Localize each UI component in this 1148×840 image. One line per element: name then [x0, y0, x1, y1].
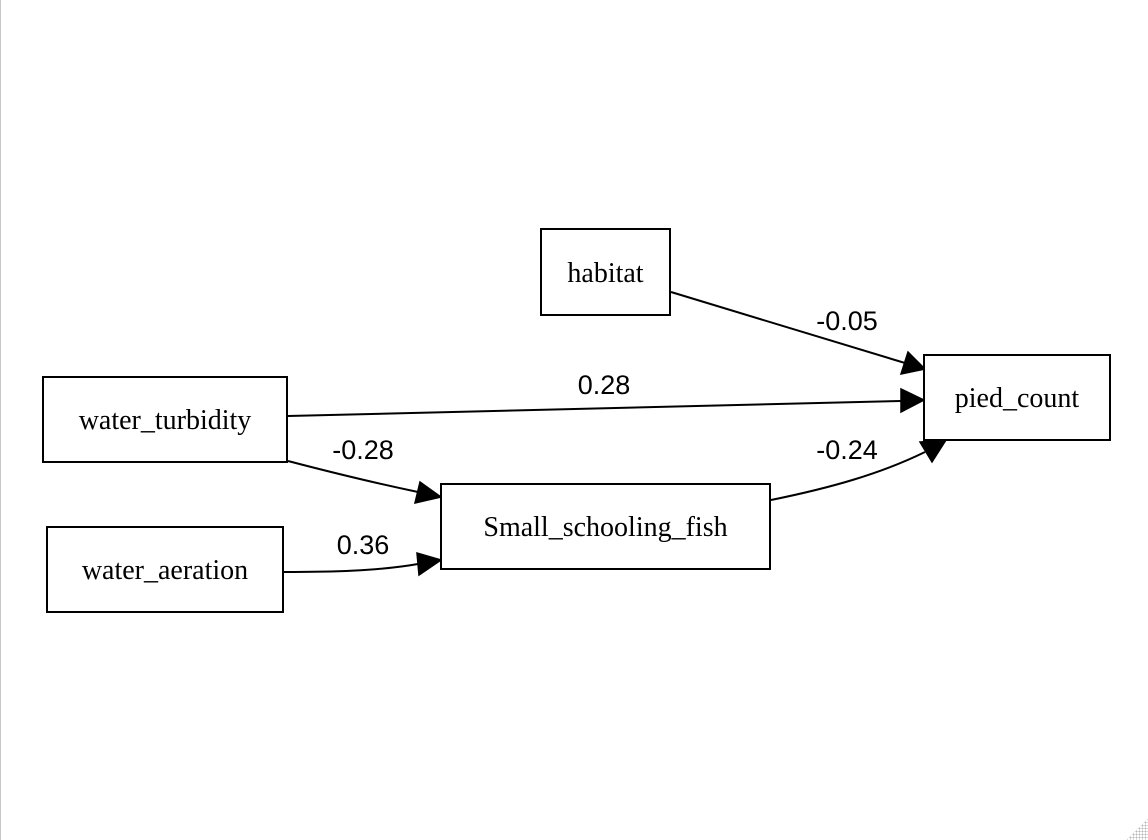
edge-line [287, 400, 902, 417]
node-water-turbidity: water_turbidity [42, 376, 288, 463]
node-label: pied_count [955, 383, 1080, 414]
arrowhead-icon [918, 439, 948, 464]
node-box [540, 228, 671, 316]
edge-small-schooling-fish-to-pied-count: -0.24 [770, 435, 948, 501]
edge-water-turbidity-to-pied-count: 0.28 [287, 370, 926, 417]
node-label: water_aeration [82, 555, 248, 586]
edge-line [283, 563, 419, 573]
arrowhead-icon [900, 387, 926, 414]
node-pied-count: pied_count [923, 354, 1111, 441]
arrowhead-icon [416, 551, 443, 577]
edge-label-habitat-pied-count: -0.05 [816, 306, 878, 336]
arrowhead-icon [899, 350, 927, 375]
node-box [440, 483, 771, 570]
node-label: habitat [567, 258, 643, 289]
edge-line [287, 460, 419, 493]
edge-water-turbidity-to-small-schooling-fish: -0.28 [287, 435, 443, 505]
edge-label-turbidity-fish: -0.28 [332, 435, 394, 465]
edge-label-turbidity-pied-count: 0.28 [578, 370, 631, 400]
node-habitat: habitat [540, 228, 671, 316]
node-box [42, 376, 288, 463]
node-water-aeration: water_aeration [46, 526, 284, 613]
node-box [923, 354, 1111, 441]
edge-water-aeration-to-small-schooling-fish: 0.36 [283, 530, 443, 577]
edge-habitat-to-pied-count: -0.05 [670, 291, 927, 375]
node-box [46, 526, 284, 613]
node-small-schooling-fish: Small_schooling_fish [440, 483, 771, 570]
edge-label-fish-pied-count: -0.24 [816, 435, 878, 465]
node-label: water_turbidity [79, 405, 252, 436]
arrowhead-icon [413, 480, 443, 505]
window-left-border [0, 0, 1, 840]
node-label: Small_schooling_fish [483, 512, 727, 543]
edge-label-aeration-fish: 0.36 [337, 530, 390, 560]
edge-line [670, 291, 906, 364]
edge-line [770, 451, 926, 501]
